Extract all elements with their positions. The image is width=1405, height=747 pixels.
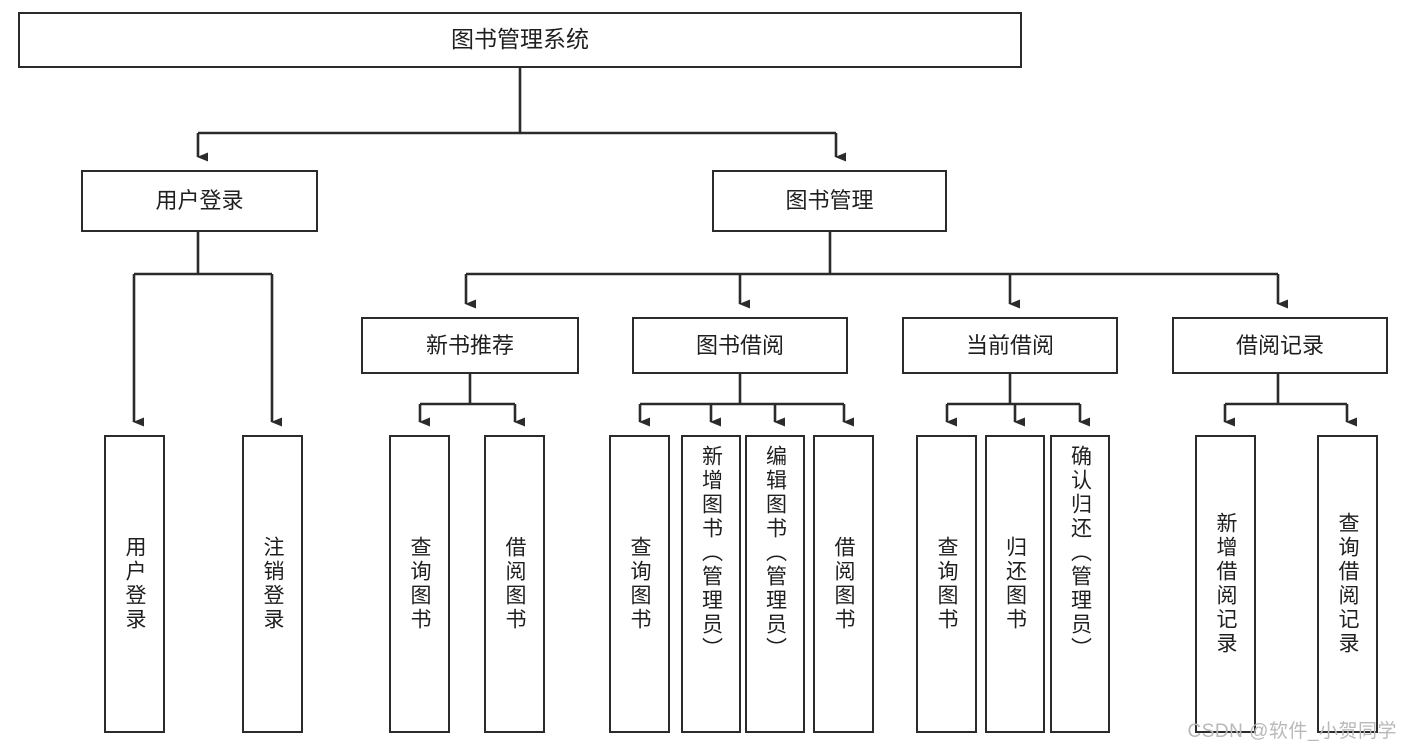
node-label: 用户登录 — [123, 536, 146, 632]
node-leaf-user-login[interactable]: 用户登录 — [104, 435, 165, 733]
node-label: 借阅图书 — [503, 536, 526, 632]
node-borrow-record[interactable]: 借阅记录 — [1172, 317, 1388, 374]
node-label: 当前借阅 — [965, 332, 1054, 358]
node-book-borrow[interactable]: 图书借阅 — [632, 317, 848, 374]
node-leaf-borrow-book-2[interactable]: 借阅图书 — [813, 435, 874, 733]
node-user-login[interactable]: 用户登录 — [81, 170, 318, 232]
node-leaf-add-book[interactable]: 新增图书（管理员） — [681, 435, 741, 733]
node-leaf-borrow-book-1[interactable]: 借阅图书 — [484, 435, 545, 733]
node-leaf-query-record[interactable]: 查询借阅记录 — [1317, 435, 1378, 733]
node-label: 查询图书 — [628, 536, 651, 632]
node-leaf-query-book-3[interactable]: 查询图书 — [916, 435, 977, 733]
node-label: 查询图书 — [408, 536, 431, 632]
node-new-book-recommend[interactable]: 新书推荐 — [361, 317, 579, 374]
node-label: 图书管理系统 — [451, 26, 589, 53]
node-leaf-query-book-2[interactable]: 查询图书 — [609, 435, 670, 733]
node-label: 确认归还（管理员） — [1068, 445, 1092, 661]
node-leaf-add-record[interactable]: 新增借阅记录 — [1195, 435, 1256, 733]
node-leaf-confirm-return[interactable]: 确认归还（管理员） — [1050, 435, 1110, 733]
node-label: 借阅记录 — [1235, 332, 1324, 358]
node-label: 用户登录 — [155, 188, 244, 214]
edges-new-book-recommend — [418, 374, 525, 427]
node-label: 图书借阅 — [695, 332, 784, 358]
node-label: 查询借阅记录 — [1336, 512, 1359, 656]
edges-book-borrow — [638, 374, 854, 427]
edges-borrow-record — [1223, 374, 1357, 427]
node-leaf-edit-book[interactable]: 编辑图书（管理员） — [745, 435, 805, 733]
node-leaf-query-book-1[interactable]: 查询图书 — [389, 435, 450, 733]
node-label: 编辑图书（管理员） — [763, 445, 787, 661]
node-label: 图书管理 — [785, 188, 874, 214]
node-leaf-return-book[interactable]: 归还图书 — [985, 435, 1045, 733]
edges-user-login — [132, 232, 282, 427]
node-label: 新增图书（管理员） — [699, 445, 723, 661]
node-current-borrow[interactable]: 当前借阅 — [902, 317, 1118, 374]
node-root-book-management-system[interactable]: 图书管理系统 — [18, 12, 1022, 68]
node-book-manage[interactable]: 图书管理 — [712, 170, 947, 232]
node-label: 借阅图书 — [832, 536, 855, 632]
node-label: 归还图书 — [1003, 536, 1027, 632]
node-label: 注销登录 — [261, 536, 284, 632]
node-label: 新书推荐 — [425, 332, 514, 358]
edges-root — [196, 68, 846, 162]
node-leaf-user-logout[interactable]: 注销登录 — [242, 435, 303, 733]
edges-book-manage — [464, 232, 1288, 309]
edges-current-borrow — [945, 374, 1090, 427]
node-label: 查询图书 — [935, 536, 958, 632]
node-label: 新增借阅记录 — [1214, 512, 1237, 656]
